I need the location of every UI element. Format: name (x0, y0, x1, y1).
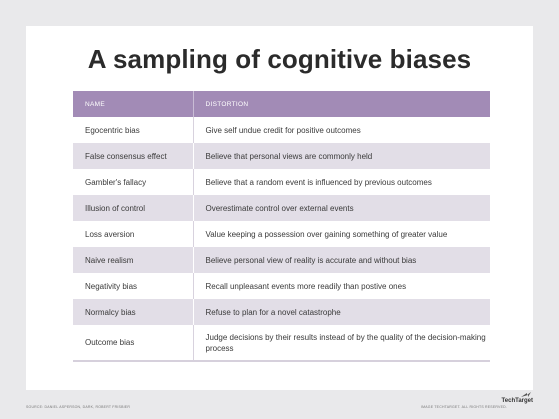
table-row: Egocentric bias Give self undue credit f… (73, 117, 490, 143)
bias-name: Illusion of control (73, 195, 193, 221)
biases-table: NAME DISTORTION Egocentric bias Give sel… (73, 91, 490, 362)
bias-name: Normalcy bias (73, 299, 193, 325)
techtarget-logo-icon (521, 392, 531, 397)
column-header-distortion: DISTORTION (192, 91, 490, 117)
table-row: Normalcy bias Refuse to plan for a novel… (73, 299, 490, 325)
bias-distortion: Give self undue credit for positive outc… (192, 117, 490, 143)
bias-distortion: Judge decisions by their results instead… (192, 325, 490, 362)
copyright-notice: IMAGE TECHTARGET. ALL RIGHTS RESERVED. (420, 405, 507, 409)
bias-distortion: Refuse to plan for a novel catastrophe (192, 299, 490, 325)
bias-distortion: Believe that a random event is influence… (192, 169, 490, 195)
table-header-row: NAME DISTORTION (73, 91, 490, 117)
table-row: Loss aversion Value keeping a possession… (73, 221, 490, 247)
bias-distortion: Recall unpleasant events more readily th… (192, 273, 490, 299)
bias-distortion: Value keeping a possession over gaining … (192, 221, 490, 247)
page-title: A sampling of cognitive biases (87, 44, 472, 74)
table-row: Gambler's fallacy Believe that a random … (73, 169, 490, 195)
bias-name: Negativity bias (73, 273, 193, 299)
table-row: Naive realism Believe personal view of r… (73, 247, 490, 273)
table-row: Illusion of control Overestimate control… (73, 195, 490, 221)
source-credit: SOURCE: DANIEL ASPERSON, DARK, ROBERT FR… (26, 405, 131, 409)
bias-distortion: Believe personal view of reality is accu… (192, 247, 490, 273)
bias-name: Outcome bias (73, 325, 193, 362)
bias-name: Gambler's fallacy (73, 169, 193, 195)
infographic-card: A sampling of cognitive biases NAME DIST… (26, 26, 533, 390)
table-row: Outcome bias Judge decisions by their re… (73, 325, 490, 362)
bias-name: Naive realism (73, 247, 193, 273)
bias-distortion: Overestimate control over external event… (192, 195, 490, 221)
column-header-name: NAME (85, 100, 105, 108)
table-row: Negativity bias Recall unpleasant events… (73, 273, 490, 299)
techtarget-logo: TechTarget (501, 398, 533, 404)
bias-name: False consensus effect (73, 143, 193, 169)
bias-name: Loss aversion (73, 221, 193, 247)
bias-distortion: Believe that personal views are commonly… (192, 143, 490, 169)
bias-name: Egocentric bias (73, 117, 193, 143)
table-row: False consensus effect Believe that pers… (73, 143, 490, 169)
